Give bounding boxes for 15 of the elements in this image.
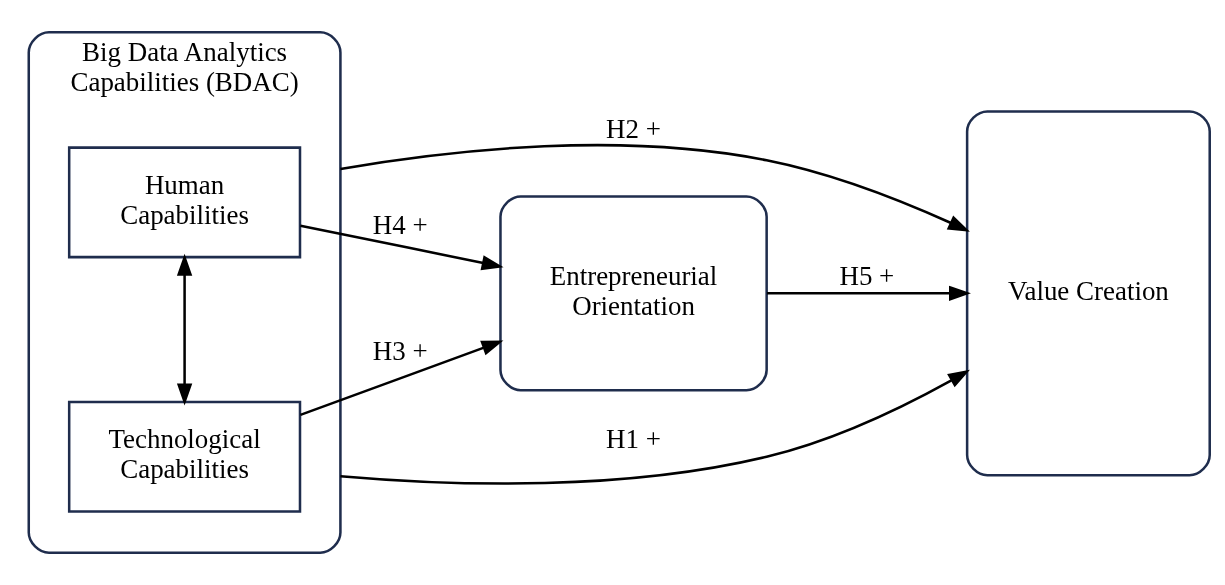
edge-label: H3 +	[372, 336, 428, 367]
node-box: Technological Capabilities	[67, 400, 302, 513]
edge-label: H5 +	[839, 260, 895, 291]
node-box: Entrepreneurial Orientation	[499, 195, 768, 392]
node-box: Value Creation	[965, 110, 1211, 477]
edge-label: H4 +	[372, 210, 428, 241]
arrow	[300, 224, 504, 271]
arrow	[176, 253, 193, 406]
arrow	[767, 285, 971, 302]
arrow	[340, 369, 970, 485]
edge-label: H1 +	[606, 424, 661, 454]
node-box: Human Capabilities	[67, 146, 302, 259]
edge-label: H2 +	[606, 114, 661, 145]
arrow	[300, 340, 504, 417]
arrow	[340, 144, 970, 232]
